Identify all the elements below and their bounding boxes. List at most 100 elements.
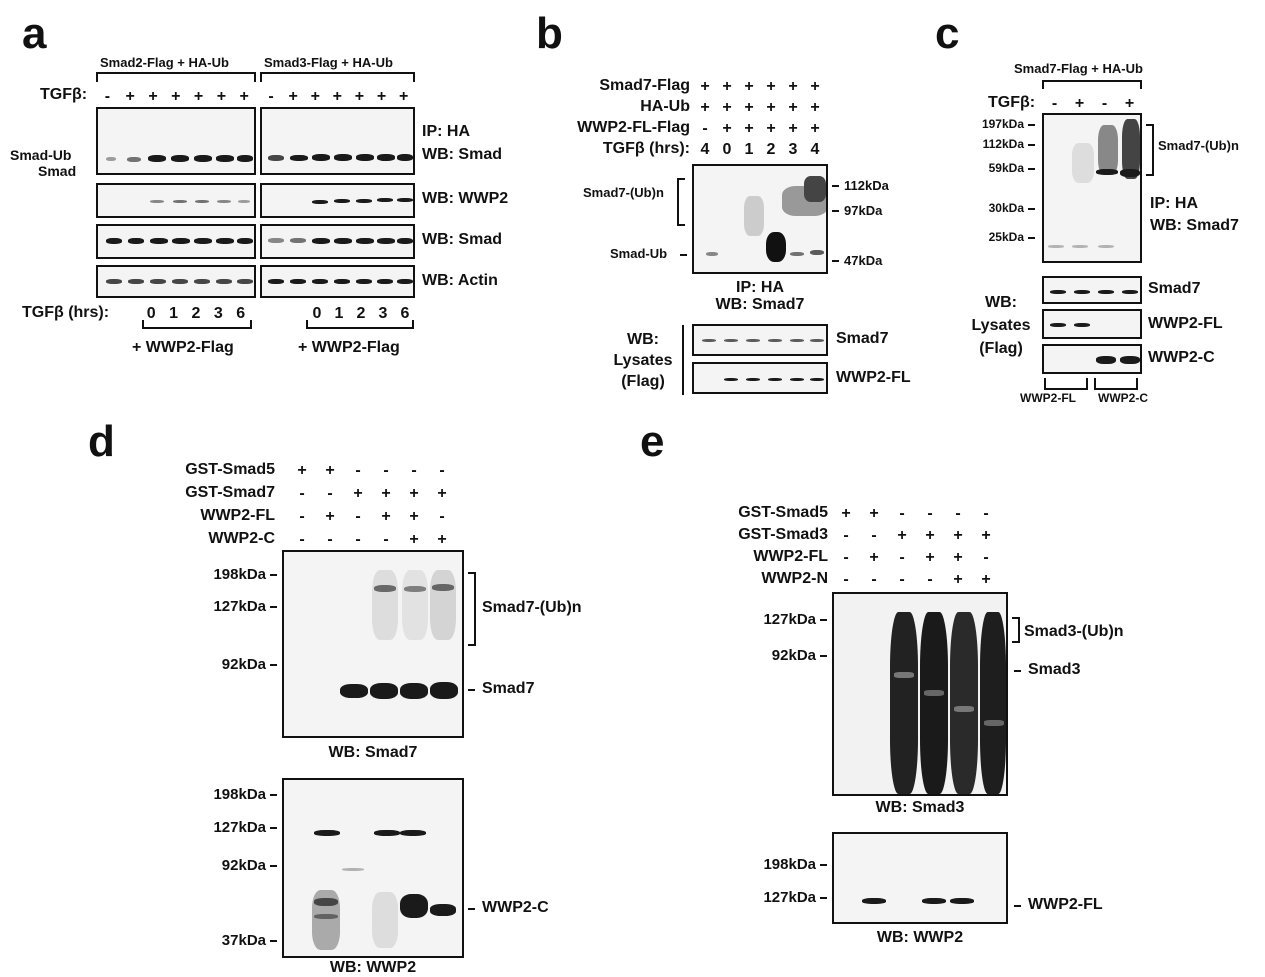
row-label-wwp2-fl-e: WWP2-FL	[753, 548, 828, 565]
bottom-wwp2-fl: WWP2-FL	[1020, 391, 1076, 405]
blot-b-wwp2-fl	[692, 362, 828, 394]
blot-e-wwp2	[832, 832, 1008, 924]
lysate-smad7-label: Smad7	[836, 330, 889, 347]
row-label-wwp2-n-e: WWP2-N	[761, 570, 828, 587]
row-label-gst-smad5-e: GST-Smad5	[738, 504, 828, 521]
blot-c-ip	[1042, 113, 1142, 263]
blot-c-wwp2-c	[1042, 344, 1142, 374]
lysate-wwp2-c-label-c: WWP2-C	[1148, 349, 1215, 366]
lysate-wwp2-fl-label: WWP2-FL	[836, 369, 911, 386]
caption-wb-smad7: WB: Smad7	[715, 296, 805, 313]
group-right-label: Smad3-Flag + HA-Ub	[264, 55, 393, 70]
smad-ub-label-b: Smad-Ub	[610, 246, 668, 261]
wb-smad-label: WB: Smad	[422, 146, 502, 163]
marker-127kda-d: 127kDa	[213, 598, 266, 615]
row-label-gst-smad7: GST-Smad7	[185, 484, 275, 501]
tgfb-label-c: TGFβ:	[988, 94, 1036, 111]
blot-d-wwp2	[282, 778, 464, 958]
lysate-wwp2-fl-label-c: WWP2-FL	[1148, 315, 1223, 332]
signs-d-4: ----++	[299, 531, 447, 548]
signs-row-2: ++++++	[700, 99, 820, 116]
row-label-wwp2-c: WWP2-C	[208, 530, 275, 547]
blot-ip-left	[96, 107, 256, 175]
tgfb-signs-right: -++++++	[268, 88, 409, 105]
smad-ub-label: Smad-Ub	[10, 147, 72, 163]
marker-37kda-d2: 37kDa	[221, 932, 266, 949]
time-label: TGFβ (hrs):	[22, 304, 110, 321]
marker-97kda: 97kDa	[844, 203, 883, 218]
caption-wb-wwp2-e: WB: WWP2	[876, 929, 964, 946]
smad-label: Smad	[38, 163, 77, 179]
wwp2-flag-right: + WWP2-Flag	[298, 339, 400, 356]
panel-b-label: b	[536, 9, 563, 58]
panel-d-label: d	[88, 417, 115, 466]
lysate-flag-c: (Flag)	[979, 340, 1023, 357]
signs-row-1: ++++++	[700, 78, 820, 95]
wwp2-flag-left: + WWP2-Flag	[132, 339, 234, 356]
signs-d-3: -+-++-	[299, 508, 445, 525]
blot-c-wwp2-fl	[1042, 309, 1142, 339]
signs-e-4: ----++	[843, 571, 991, 588]
blot-ip-right	[260, 107, 415, 175]
signs-row-3: -+++++	[702, 120, 820, 137]
marker-59kda: 59kDa	[988, 161, 1024, 175]
panel-c-label: c	[935, 9, 960, 58]
panel-a-label: a	[22, 9, 47, 58]
row-label-ha-ub: HA-Ub	[640, 98, 690, 115]
marker-198kda-e: 198kDa	[763, 856, 816, 873]
signs-e-2: --++++	[843, 527, 991, 544]
blot-c-smad7	[1042, 276, 1142, 304]
blot-actin-left	[96, 265, 256, 298]
blot-actin-right	[260, 265, 415, 298]
lysate-smad7-label-c: Smad7	[1148, 280, 1201, 297]
row-label-tgfb-hrs: TGFβ (hrs):	[602, 140, 690, 157]
tgfb-label: TGFβ:	[40, 86, 88, 103]
row-label-wwp2-fl-flag: WWP2-FL-Flag	[577, 119, 690, 136]
marker-92kda-d: 92kDa	[221, 656, 266, 673]
lysate-flag: (Flag)	[621, 373, 665, 390]
marker-198kda-d: 198kDa	[213, 566, 266, 583]
marker-197kda: 197kDa	[981, 117, 1024, 131]
group-left-label: Smad2-Flag + HA-Ub	[100, 55, 229, 70]
smad3-ubn-label: Smad3-(Ub)n	[1024, 623, 1124, 640]
marker-47kda: 47kDa	[844, 253, 883, 268]
marker-92kda-e: 92kDa	[771, 647, 816, 664]
caption-wb-smad7-d: WB: Smad7	[328, 744, 418, 761]
caption-wb-smad7-c: WB: Smad7	[1150, 217, 1239, 234]
blot-b-smad7	[692, 324, 828, 356]
caption-ip-ha: IP: HA	[736, 279, 784, 296]
lysate-wb: WB:	[627, 331, 659, 348]
signs-e-3: -+-++-	[843, 549, 989, 566]
signs-e-1: ++----	[841, 505, 989, 522]
row-label-wwp2-fl: WWP2-FL	[200, 507, 275, 524]
smad7-label-d: Smad7	[482, 680, 535, 697]
blot-smad-right	[260, 224, 415, 259]
blot-e-smad3	[832, 592, 1008, 796]
ip-ha-label: IP: HA	[422, 123, 470, 140]
caption-ip-ha-c: IP: HA	[1150, 195, 1198, 212]
caption-wb-smad3-e: WB: Smad3	[875, 799, 965, 816]
smad7-ubn-label-d: Smad7-(Ub)n	[482, 599, 582, 616]
wb-actin-label: WB: Actin	[422, 272, 498, 289]
marker-92kda-d2: 92kDa	[221, 857, 266, 874]
marker-127kda-d2: 127kDa	[213, 819, 266, 836]
marker-127kda-e: 127kDa	[763, 611, 816, 628]
marker-112kda-c: 112kDa	[982, 137, 1024, 151]
smad7-ubn-label: Smad7-(Ub)n	[583, 185, 664, 200]
smad3-label: Smad3	[1028, 661, 1081, 678]
signs-d-1: ++----	[297, 462, 445, 479]
smad7-ubn-label-c: Smad7-(Ub)n	[1158, 138, 1239, 153]
row-label-gst-smad3-e: GST-Smad3	[738, 526, 828, 543]
row-label-smad7-flag: Smad7-Flag	[599, 77, 690, 94]
lysate-lysates-c: Lysates	[971, 317, 1031, 334]
marker-112kda: 112kDa	[844, 178, 889, 193]
marker-30kda: 30kDa	[988, 201, 1024, 215]
bottom-wwp2-c: WWP2-C	[1098, 391, 1148, 405]
wwp2-c-label-d: WWP2-C	[482, 899, 549, 916]
wb-smad-label-2: WB: Smad	[422, 231, 502, 248]
blot-d-smad7	[282, 550, 464, 738]
